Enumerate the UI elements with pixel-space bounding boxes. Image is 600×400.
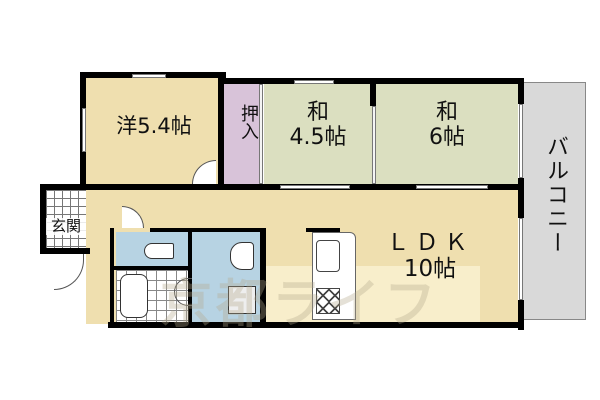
window — [132, 74, 166, 78]
bathtub-icon — [120, 274, 148, 318]
wall — [260, 228, 266, 328]
wall — [518, 300, 524, 330]
room-type: 和 — [306, 100, 329, 125]
room-size: 4.5帖 — [289, 125, 347, 151]
sliding-door — [259, 84, 263, 184]
room-ldk-label: ＬＤＫ 10帖 — [360, 230, 500, 283]
room-japanese-4-5 — [264, 84, 372, 184]
wall — [108, 322, 524, 328]
entrance-label: 玄関 — [46, 217, 86, 236]
sliding-door — [372, 106, 376, 184]
window — [519, 218, 523, 300]
wall — [114, 266, 188, 270]
room-size: 10帖 — [403, 256, 457, 283]
room-japanese-4-5-label: 和 4.5帖 — [264, 100, 372, 151]
wall — [150, 228, 262, 232]
wall — [518, 178, 524, 218]
room-closet-label: 押入 — [238, 104, 259, 140]
door-entrance — [54, 254, 84, 290]
room-japanese-6 — [376, 84, 518, 184]
wall — [370, 78, 376, 106]
room-size: 6帖 — [429, 125, 465, 151]
room-japanese-6-label: 和 6帖 — [376, 100, 518, 151]
wall — [40, 248, 90, 254]
room-type: ＬＤＫ — [386, 230, 474, 256]
wall — [518, 78, 524, 104]
wall — [40, 184, 46, 254]
room-western-label: 洋5.4帖 — [116, 114, 192, 138]
window — [82, 108, 86, 152]
room-type: 和 — [435, 100, 458, 125]
washing-machine-icon — [228, 286, 256, 314]
wall — [110, 228, 114, 328]
window — [519, 104, 523, 178]
washbasin-icon — [230, 242, 254, 270]
sink-icon — [316, 240, 340, 272]
sliding-door — [280, 185, 350, 189]
balcony-label: バルコニー — [543, 135, 568, 255]
wall — [218, 72, 224, 190]
sliding-door — [416, 185, 488, 189]
stove-icon — [316, 288, 340, 314]
window — [294, 80, 334, 84]
wall — [306, 228, 340, 232]
toilet-icon — [144, 243, 174, 259]
room-closet — [224, 84, 260, 184]
